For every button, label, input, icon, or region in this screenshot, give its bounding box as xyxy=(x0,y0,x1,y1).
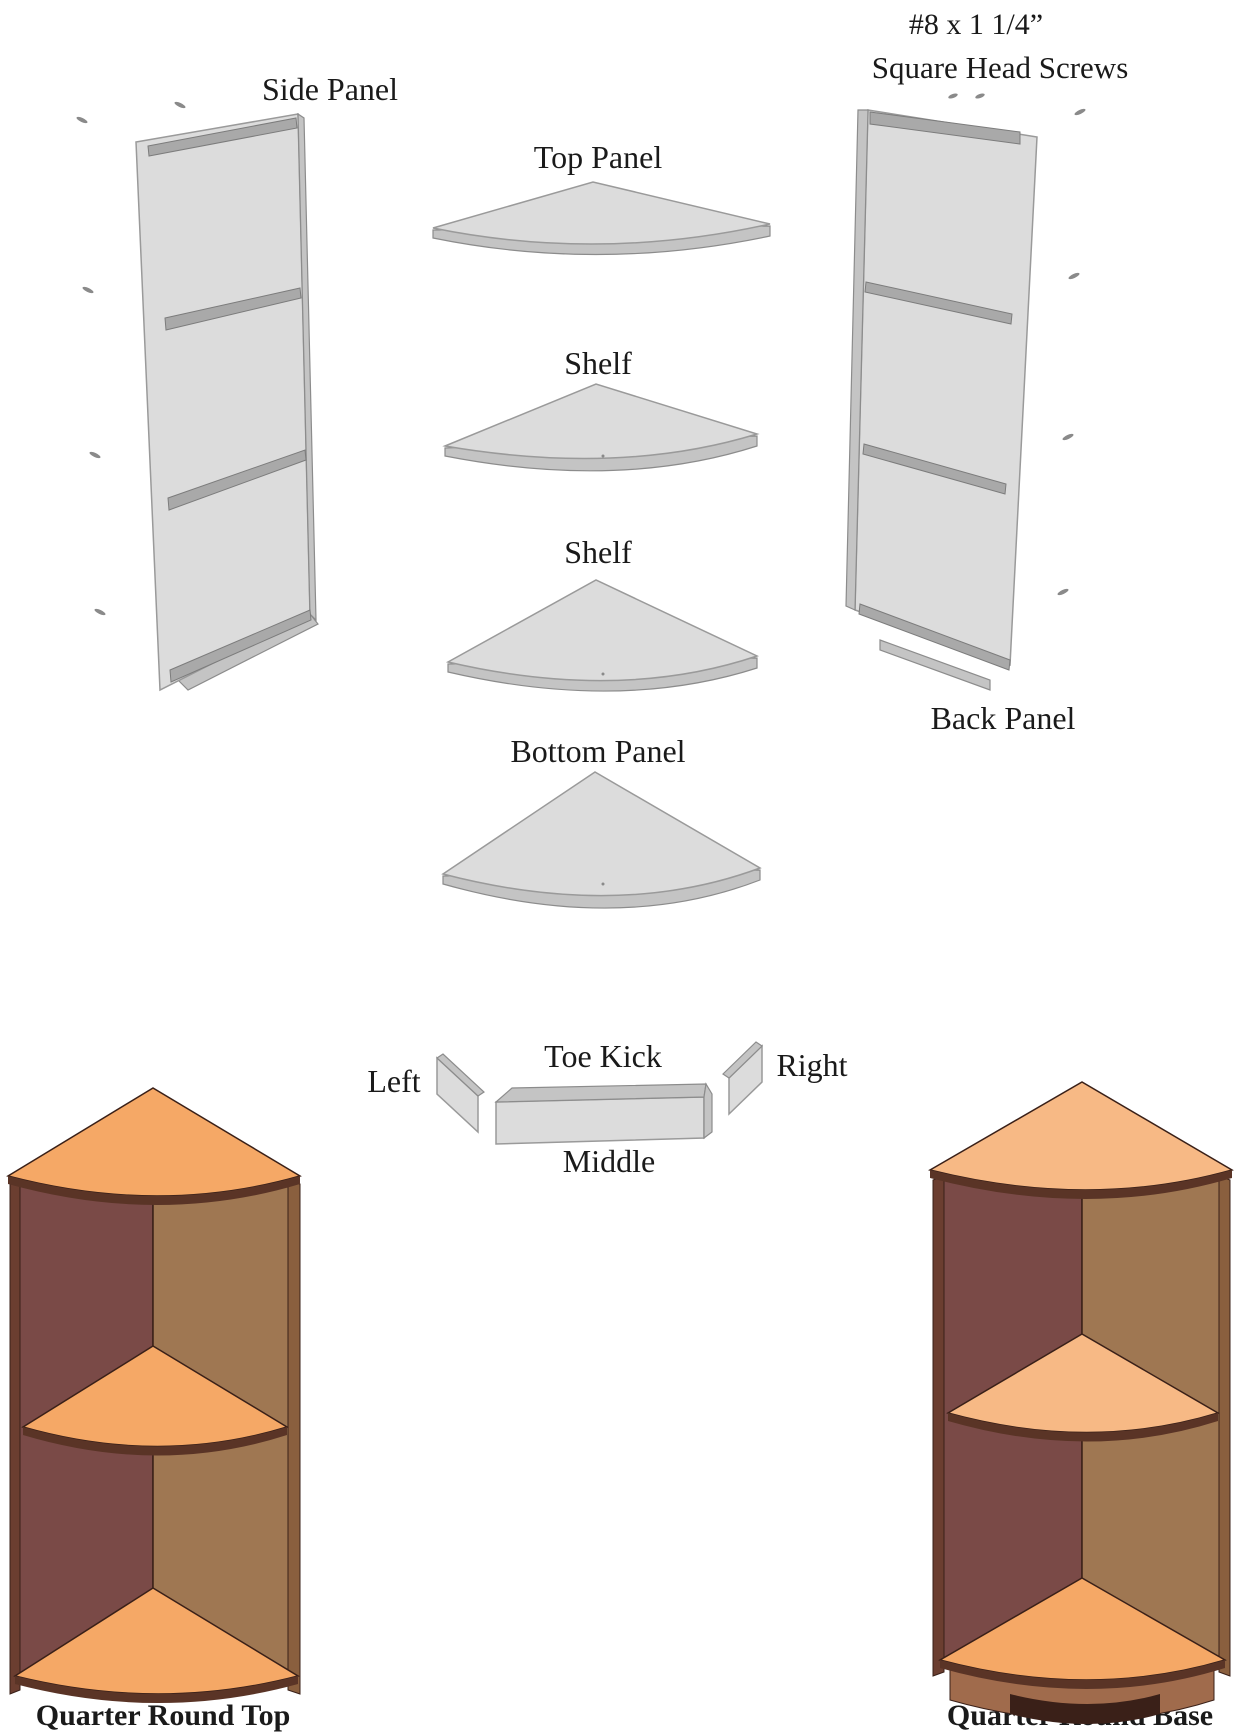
toe-kick-label: Toe Kick xyxy=(544,1038,662,1074)
back-panel-rail-2 xyxy=(864,281,1013,325)
top-panel xyxy=(432,181,771,256)
back-panel-rail-1 xyxy=(869,111,1021,145)
shelf-label-1: Shelf xyxy=(564,345,632,381)
middle-label: Middle xyxy=(563,1143,655,1179)
bottom-panel-label: Bottom Panel xyxy=(510,733,685,769)
back-panel-rail-3 xyxy=(862,443,1007,495)
back-panel-rail-4 xyxy=(858,603,1011,671)
shelf-1 xyxy=(442,383,760,472)
side-panel-screws xyxy=(76,101,186,616)
top-panel-label: Top Panel xyxy=(534,139,663,175)
left-label: Left xyxy=(367,1063,420,1099)
bottom-panel xyxy=(441,771,762,909)
cabinet-top-top-panel xyxy=(6,1087,302,1197)
toe-kick-middle xyxy=(494,1082,713,1145)
side-panel-rail-1 xyxy=(147,117,298,157)
screw-type-label: Square Head Screws xyxy=(872,50,1129,85)
shelf-2 xyxy=(445,579,760,692)
side-panel-rail-3 xyxy=(167,449,307,511)
toe-kick-left xyxy=(436,1053,485,1134)
cabinet-base-bottom-shelf xyxy=(938,1577,1227,1681)
cabinet-base-top-panel xyxy=(928,1081,1234,1191)
side-panel-rail-4 xyxy=(169,609,312,683)
right-label: Right xyxy=(776,1047,847,1083)
quarter-round-base-cabinet xyxy=(928,1081,1234,1724)
cabinet-top-middle-shelf xyxy=(21,1345,289,1448)
quarter-round-top-cabinet xyxy=(6,1087,302,1703)
side-panel-rail-2 xyxy=(164,287,302,331)
side-panel xyxy=(135,112,319,692)
side-panel-label: Side Panel xyxy=(262,71,398,107)
cabinet-base-middle-shelf xyxy=(946,1333,1220,1434)
shelf-label-2: Shelf xyxy=(564,534,632,570)
back-panel-screws xyxy=(948,93,1086,596)
toe-kick-right xyxy=(722,1041,763,1116)
quarter-round-top-label: Quarter Round Top xyxy=(36,1699,291,1732)
back-panel xyxy=(845,109,1038,691)
back-panel-label: Back Panel xyxy=(931,700,1076,736)
screw-size-label: #8 x 1 1/4” xyxy=(909,8,1043,41)
